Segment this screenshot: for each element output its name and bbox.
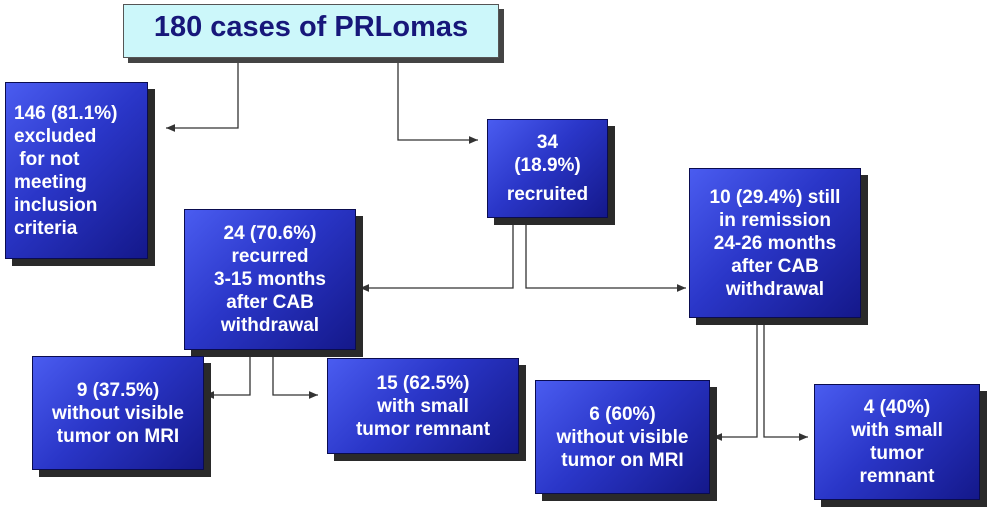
remission-line-1: 10 (29.4%) still: [709, 186, 841, 208]
remission-remnant-line-3: tumor: [870, 443, 924, 464]
recurred-line-3: 3-15 months: [214, 269, 326, 290]
excluded-line-4: meeting: [14, 171, 87, 193]
recurred-remnant-line-3: tumor remnant: [355, 418, 491, 440]
remission-line-3: 24-26 months: [713, 232, 837, 254]
remission-line-2: in remission: [719, 209, 831, 231]
excluded-line-1: 146 (81.1%): [14, 102, 118, 124]
recurred-line-2: recurred: [231, 246, 309, 267]
remission-line-5: withdrawal: [725, 278, 825, 300]
remission-remnant-line-4: remnant: [859, 466, 935, 487]
connector-recurred-to-remnant: [272, 350, 318, 399]
excluded-line-6: criteria: [14, 217, 78, 239]
excluded-box: 146 (81.1%) excluded for not meeting inc…: [5, 82, 148, 259]
connector-remission-to-remnant: [763, 318, 808, 441]
remission-remnant-box: 4 (40%) with small tumor remnant: [814, 384, 980, 500]
excluded-line-3: for not: [14, 148, 80, 170]
recurred-no-tumor-line-2: without visible: [52, 402, 184, 424]
connector-recruited-to-recurred: [360, 218, 514, 292]
remission-line-4: after CAB: [731, 255, 819, 277]
recruited-line-2: (18.9%): [514, 155, 581, 176]
recruited-line-1: 34: [536, 132, 559, 153]
remission-box: 10 (29.4%) still in remission 24-26 mont…: [689, 168, 861, 318]
recurred-line-5: withdrawal: [220, 315, 320, 336]
recurred-remnant-line-1: 15 (62.5%): [376, 372, 470, 394]
recurred-no-tumor-line-3: tumor on MRI: [56, 425, 180, 447]
excluded-line-2: excluded: [14, 125, 97, 147]
remission-no-tumor-line-1: 6 (60%): [589, 403, 656, 425]
recurred-line-1: 24 (70.6%): [223, 223, 317, 244]
recurred-line-4: after CAB: [226, 292, 314, 313]
recruited-line-3: recruited: [506, 184, 589, 205]
recurred-remnant-box: 15 (62.5%) with small tumor remnant: [327, 358, 519, 454]
remission-no-tumor-box: 6 (60%) without visible tumor on MRI: [535, 380, 710, 494]
recruited-box: 34 (18.9%) recruited: [487, 119, 608, 218]
connector-root-to-excluded: [166, 58, 239, 132]
connector-root-to-recruited: [397, 58, 478, 144]
remission-no-tumor-line-3: tumor on MRI: [561, 449, 684, 471]
connector-recurred-to-no-tumor: [205, 350, 251, 399]
root-box: 180 cases of PRLomas: [123, 4, 499, 58]
excluded-line-5: inclusion: [14, 194, 98, 216]
connector-recruited-to-remission: [525, 218, 686, 292]
remission-remnant-line-1: 4 (40%): [863, 397, 931, 418]
recurred-no-tumor-box: 9 (37.5%) without visible tumor on MRI: [32, 356, 204, 470]
remission-remnant-line-2: with small: [851, 420, 943, 441]
recurred-box: 24 (70.6%) recurred 3-15 months after CA…: [184, 209, 356, 350]
root-label: 180 cases of PRLomas: [153, 11, 469, 43]
connector-remission-to-no-tumor: [713, 318, 758, 441]
recurred-remnant-line-2: with small: [377, 395, 469, 417]
recurred-no-tumor-line-1: 9 (37.5%): [76, 379, 160, 401]
remission-no-tumor-line-2: without visible: [556, 426, 689, 448]
